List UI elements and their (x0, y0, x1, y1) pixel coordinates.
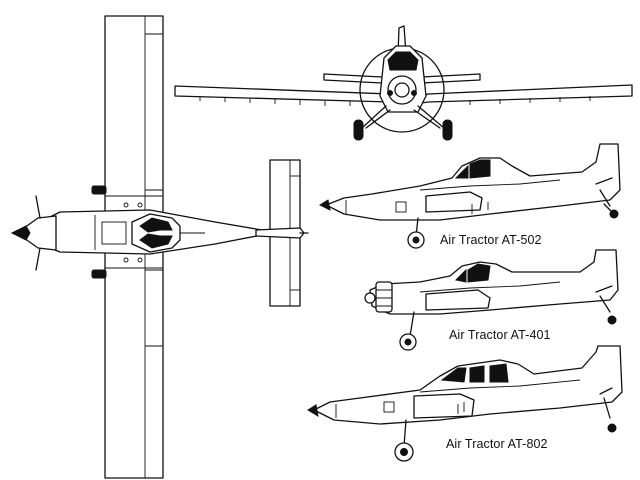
caption-at802: Air Tractor AT-802 (446, 437, 548, 451)
plan-view (10, 15, 309, 479)
front-view (174, 25, 633, 141)
caption-at502: Air Tractor AT-502 (440, 233, 542, 247)
side-view-at802 (307, 345, 623, 462)
caption-at401: Air Tractor AT-401 (449, 328, 551, 342)
side-view-at502 (318, 143, 621, 249)
side-view-at401 (364, 249, 619, 351)
